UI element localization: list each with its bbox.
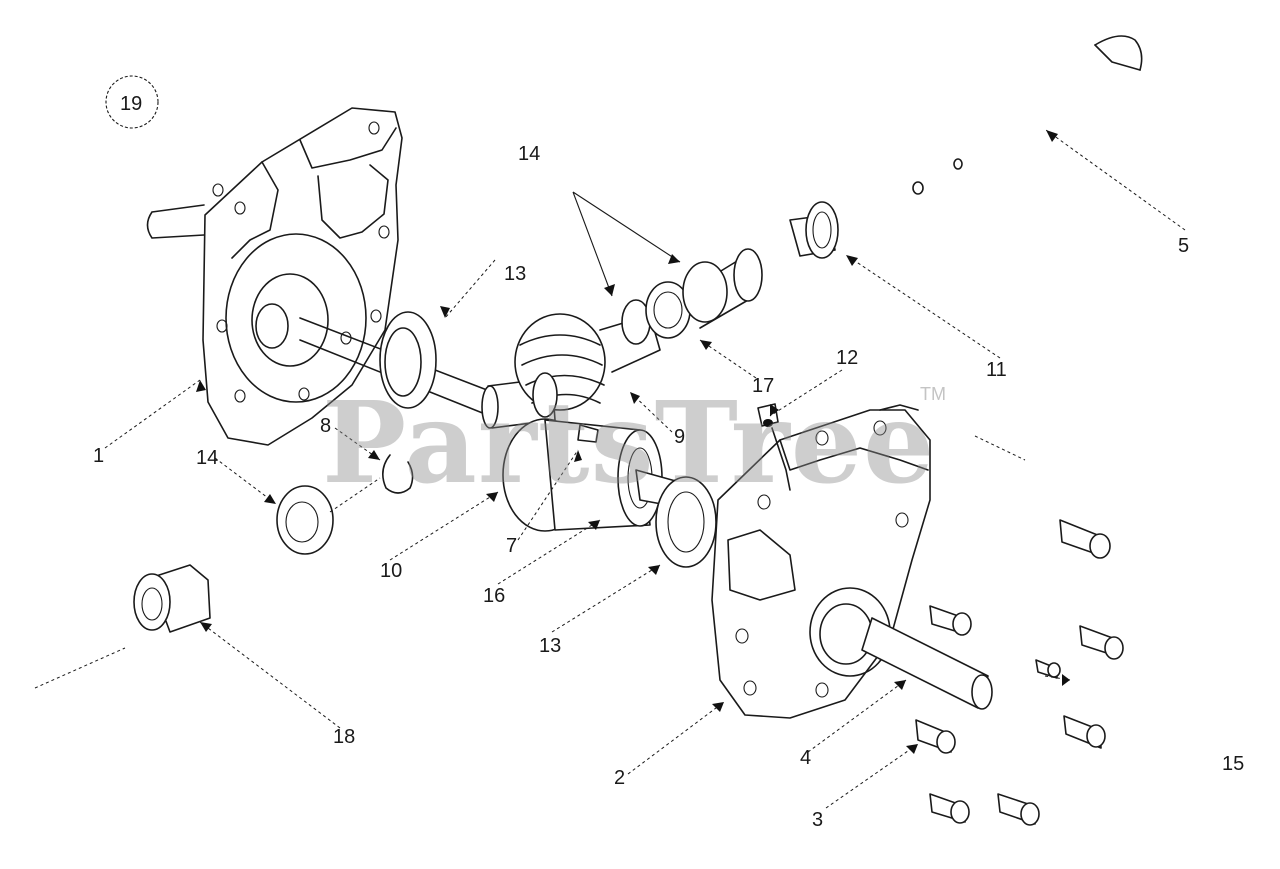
callout-label: 15 [1222, 753, 1244, 775]
center-shaft-part [299, 311, 556, 429]
figure-number-circle [105, 75, 159, 129]
bolt-part [1035, 659, 1061, 679]
callout-label: 11 [986, 359, 1007, 381]
arrowheads [196, 130, 1070, 754]
bolt-part [997, 793, 1040, 826]
bolt-part [1063, 715, 1106, 749]
callout-label: 9 [674, 426, 685, 448]
callout-label: 14 [196, 447, 218, 469]
bolt-part [1079, 625, 1124, 660]
callout-label: 12 [836, 347, 858, 369]
callout-label: 10 [380, 560, 402, 582]
callout-label: 5 [1178, 235, 1189, 257]
bolt-part [929, 605, 972, 636]
callout-label: 8 [320, 415, 331, 437]
callout-label: 19 [120, 93, 142, 115]
callout-label: 16 [483, 585, 505, 607]
leader-lines [34, 129, 1186, 809]
worm-shaft-bearing-part [621, 248, 763, 345]
partstree-watermark: PartsTree [322, 378, 935, 509]
callout-label: 2 [614, 767, 625, 789]
callout-label: 13 [504, 263, 526, 285]
bushing-part [133, 564, 211, 633]
callout-label: 18 [333, 726, 355, 748]
callout-label: 13 [539, 635, 561, 657]
worm-gear-part [514, 313, 661, 418]
bolt-part [915, 719, 956, 754]
output-shaft-part [861, 617, 993, 710]
small-ball-part [912, 158, 963, 195]
bolt-part [929, 793, 970, 824]
bolt-part [1059, 519, 1111, 559]
callout-label: 4 [800, 747, 811, 769]
snap-ring-part [382, 454, 414, 494]
callout-label: 1 [93, 445, 104, 467]
callout-label: 14 [518, 143, 540, 165]
bushing-part [789, 201, 839, 259]
thrust-washer-part [655, 476, 717, 568]
trademark-mark: TM [920, 384, 946, 404]
seal-part [276, 485, 334, 555]
callout-label: 7 [506, 535, 517, 557]
callout-labels: 19 14 13 5 1 12 11 17 9 8 14 10 7 16 13 … [93, 93, 1244, 831]
shaft-end-part [1094, 35, 1143, 71]
callout-label: 17 [752, 375, 774, 397]
callout-label: 3 [812, 809, 823, 831]
